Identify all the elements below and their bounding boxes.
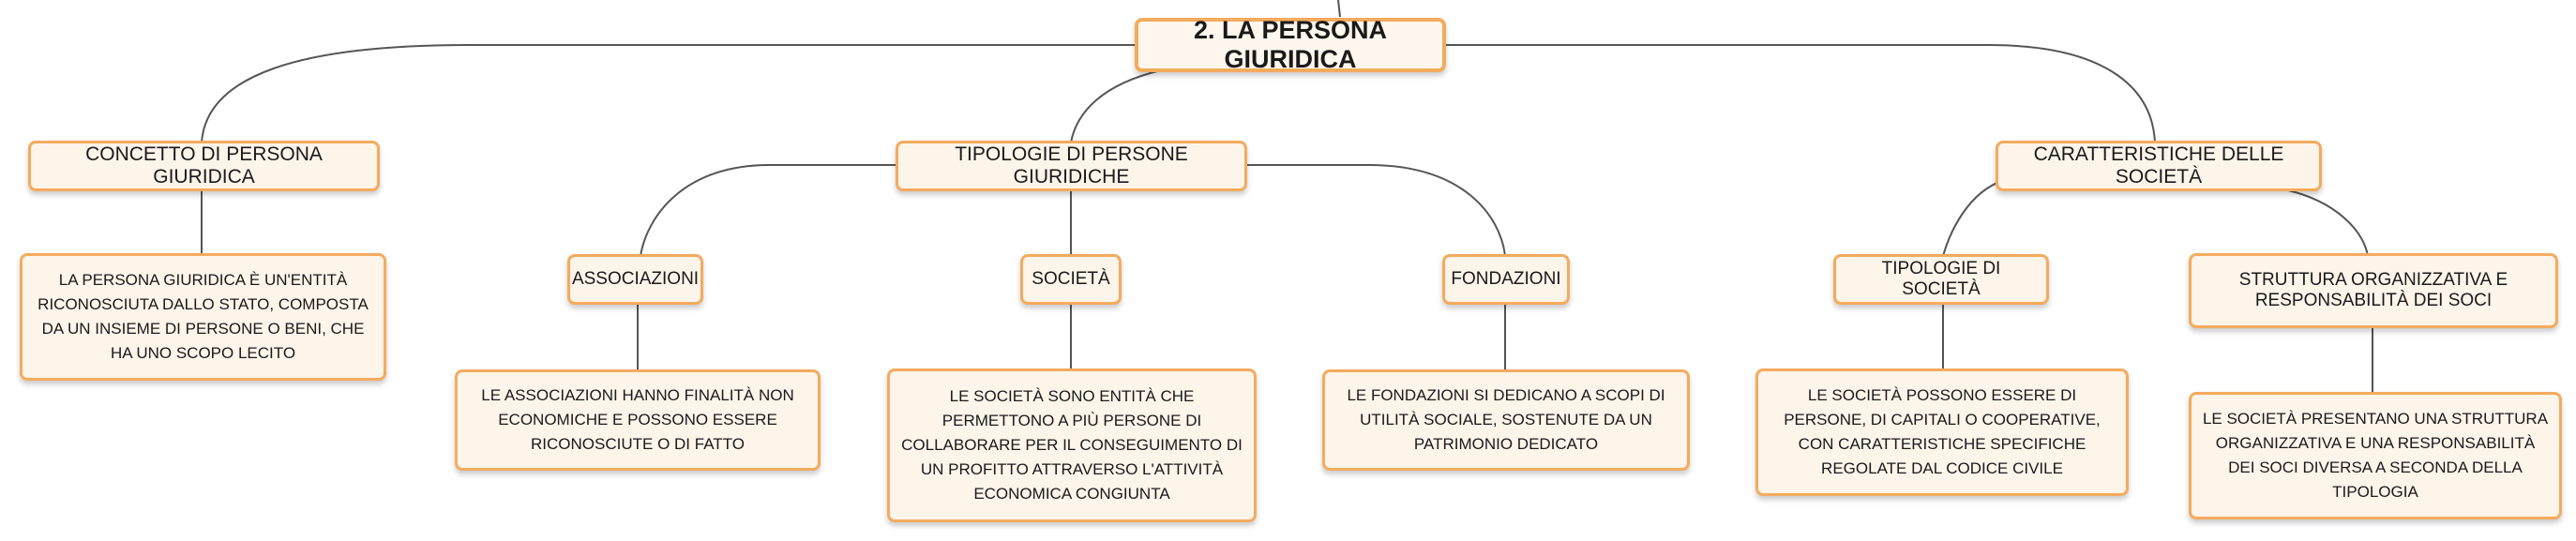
connector-root-tipologie (1070, 69, 1162, 143)
topic-societa[interactable]: SOCIETÀ (1020, 254, 1122, 305)
topic-concetto-text[interactable]: LA PERSONA GIURIDICA È UN'ENTITÀ RICONOS… (20, 253, 386, 381)
topic-associazioni[interactable]: ASSOCIAZIONI (567, 254, 703, 305)
topic-tipologie-societa[interactable]: TIPOLOGIE DI SOCIETÀ (1833, 254, 2049, 305)
connector-to-parent (1337, 0, 1341, 18)
connector-tipologie-fondazioni (1247, 164, 1506, 257)
connector-root-caratteristiche (1444, 44, 2156, 143)
topic-tipologie-societa-text[interactable]: LE SOCIETÀ POSSONO ESSERE DI PERSONE, DI… (1755, 368, 2129, 496)
topic-associazioni-text[interactable]: LE ASSOCIAZIONI HANNO FINALITÀ NON ECONO… (455, 369, 821, 471)
topic-struttura[interactable]: STRUTTURA ORGANIZZATIVA E RESPONSABILITÀ… (2189, 253, 2558, 328)
connector-tipologie-associazioni (640, 164, 896, 257)
topic-fondazioni[interactable]: FONDAZIONI (1442, 254, 1570, 305)
connector-caratteristiche-struttura (2287, 189, 2369, 257)
topic-societa-text[interactable]: LE SOCIETÀ SONO ENTITÀ CHE PERMETTONO A … (887, 368, 1257, 522)
topic-tipologie[interactable]: TIPOLOGIE DI PERSONE GIURIDICHE (896, 141, 1247, 191)
connector-caratteristiche-tipologie (1942, 180, 2003, 257)
topic-struttura-text[interactable]: LE SOCIETÀ PRESENTANO UNA STRUTTURA ORGA… (2189, 392, 2562, 519)
topic-concetto[interactable]: CONCETTO DI PERSONA GIURIDICA (28, 141, 380, 191)
topic-fondazioni-text[interactable]: LE FONDAZIONI SI DEDICANO A SCOPI DI UTI… (1322, 369, 1690, 471)
root-topic[interactable]: 2. LA PERSONA GIURIDICA (1135, 16, 1446, 73)
connector-root-concetto (201, 44, 1137, 143)
topic-caratteristiche[interactable]: CARATTERISTICHE DELLE SOCIETÀ (1996, 141, 2322, 191)
